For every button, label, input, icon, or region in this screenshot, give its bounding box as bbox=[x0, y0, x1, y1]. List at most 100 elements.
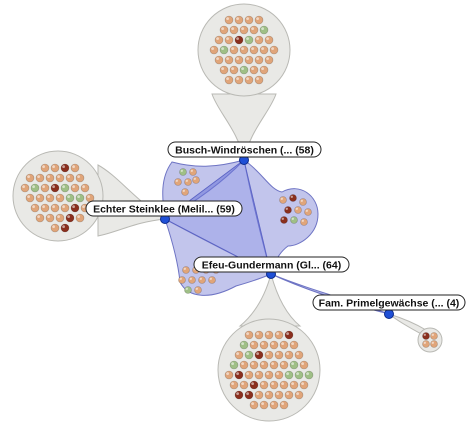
item-ball[interactable] bbox=[244, 35, 254, 45]
item-ball[interactable] bbox=[249, 380, 259, 390]
item-ball[interactable] bbox=[234, 55, 244, 65]
item-ball[interactable] bbox=[284, 330, 294, 340]
item-ball[interactable] bbox=[20, 183, 30, 193]
item-ball[interactable] bbox=[249, 25, 259, 35]
item-ball[interactable] bbox=[229, 25, 239, 35]
item-ball[interactable] bbox=[224, 75, 234, 85]
item-ball[interactable] bbox=[280, 216, 288, 224]
primel-label[interactable]: Fam. Primelgewächse (... (4) bbox=[312, 294, 466, 311]
item-ball[interactable] bbox=[234, 35, 244, 45]
gundermann-label[interactable]: Efeu-Gundermann (Gl... (64) bbox=[193, 256, 350, 273]
item-ball[interactable] bbox=[65, 193, 75, 203]
item-ball[interactable] bbox=[214, 35, 224, 45]
item-ball[interactable] bbox=[189, 168, 197, 176]
item-ball[interactable] bbox=[194, 286, 202, 294]
item-ball[interactable] bbox=[254, 15, 264, 25]
item-ball[interactable] bbox=[65, 213, 75, 223]
item-ball[interactable] bbox=[75, 213, 85, 223]
item-ball[interactable] bbox=[259, 45, 269, 55]
item-ball[interactable] bbox=[40, 163, 50, 173]
item-ball[interactable] bbox=[269, 380, 279, 390]
item-ball[interactable] bbox=[198, 276, 206, 284]
item-ball[interactable] bbox=[299, 198, 307, 206]
item-ball[interactable] bbox=[244, 55, 254, 65]
item-ball[interactable] bbox=[422, 332, 430, 340]
item-ball[interactable] bbox=[249, 400, 259, 410]
item-ball[interactable] bbox=[249, 360, 259, 370]
item-ball[interactable] bbox=[249, 45, 259, 55]
item-ball[interactable] bbox=[284, 206, 292, 214]
item-ball[interactable] bbox=[254, 330, 264, 340]
item-ball[interactable] bbox=[259, 400, 269, 410]
item-ball[interactable] bbox=[35, 213, 45, 223]
item-ball[interactable] bbox=[294, 350, 304, 360]
item-ball[interactable] bbox=[289, 360, 299, 370]
item-ball[interactable] bbox=[264, 390, 274, 400]
item-ball[interactable] bbox=[50, 223, 60, 233]
item-ball[interactable] bbox=[234, 350, 244, 360]
item-ball[interactable] bbox=[75, 193, 85, 203]
item-ball[interactable] bbox=[30, 183, 40, 193]
item-ball[interactable] bbox=[188, 276, 196, 284]
item-ball[interactable] bbox=[259, 380, 269, 390]
item-ball[interactable] bbox=[234, 390, 244, 400]
item-ball[interactable] bbox=[40, 183, 50, 193]
item-ball[interactable] bbox=[45, 193, 55, 203]
item-ball[interactable] bbox=[284, 350, 294, 360]
item-ball[interactable] bbox=[219, 25, 229, 35]
item-ball[interactable] bbox=[269, 400, 279, 410]
item-ball[interactable] bbox=[269, 340, 279, 350]
item-ball[interactable] bbox=[274, 370, 284, 380]
item-ball[interactable] bbox=[299, 360, 309, 370]
item-ball[interactable] bbox=[35, 173, 45, 183]
item-ball[interactable] bbox=[244, 75, 254, 85]
item-ball[interactable] bbox=[264, 35, 274, 45]
item-ball[interactable] bbox=[259, 65, 269, 75]
item-ball[interactable] bbox=[178, 276, 186, 284]
item-ball[interactable] bbox=[239, 65, 249, 75]
item-ball[interactable] bbox=[284, 370, 294, 380]
item-ball[interactable] bbox=[294, 390, 304, 400]
item-ball[interactable] bbox=[294, 206, 302, 214]
item-ball[interactable] bbox=[55, 173, 65, 183]
item-ball[interactable] bbox=[269, 45, 279, 55]
item-ball[interactable] bbox=[254, 35, 264, 45]
item-ball[interactable] bbox=[229, 65, 239, 75]
item-ball[interactable] bbox=[214, 55, 224, 65]
item-ball[interactable] bbox=[244, 350, 254, 360]
item-ball[interactable] bbox=[430, 340, 438, 348]
item-ball[interactable] bbox=[300, 218, 308, 226]
item-ball[interactable] bbox=[239, 25, 249, 35]
item-ball[interactable] bbox=[249, 340, 259, 350]
item-ball[interactable] bbox=[45, 213, 55, 223]
item-ball[interactable] bbox=[80, 183, 90, 193]
item-ball[interactable] bbox=[181, 188, 189, 196]
item-ball[interactable] bbox=[229, 45, 239, 55]
primel-cluster[interactable] bbox=[417, 327, 443, 353]
item-ball[interactable] bbox=[249, 65, 259, 75]
item-ball[interactable] bbox=[50, 163, 60, 173]
primel-hub[interactable] bbox=[384, 309, 394, 319]
item-ball[interactable] bbox=[184, 286, 192, 294]
item-ball[interactable] bbox=[179, 168, 187, 176]
item-ball[interactable] bbox=[264, 55, 274, 65]
busch-label[interactable]: Busch-Windröschen (... (58) bbox=[167, 141, 322, 158]
item-ball[interactable] bbox=[239, 340, 249, 350]
item-ball[interactable] bbox=[182, 266, 190, 274]
item-ball[interactable] bbox=[209, 45, 219, 55]
item-ball[interactable] bbox=[60, 163, 70, 173]
item-ball[interactable] bbox=[289, 340, 299, 350]
item-ball[interactable] bbox=[279, 400, 289, 410]
item-ball[interactable] bbox=[50, 183, 60, 193]
item-ball[interactable] bbox=[60, 203, 70, 213]
item-ball[interactable] bbox=[289, 194, 297, 202]
item-ball[interactable] bbox=[279, 340, 289, 350]
item-ball[interactable] bbox=[224, 370, 234, 380]
item-ball[interactable] bbox=[184, 178, 192, 186]
item-ball[interactable] bbox=[234, 370, 244, 380]
item-ball[interactable] bbox=[224, 35, 234, 45]
item-ball[interactable] bbox=[45, 173, 55, 183]
item-ball[interactable] bbox=[274, 350, 284, 360]
item-ball[interactable] bbox=[234, 15, 244, 25]
item-ball[interactable] bbox=[50, 203, 60, 213]
